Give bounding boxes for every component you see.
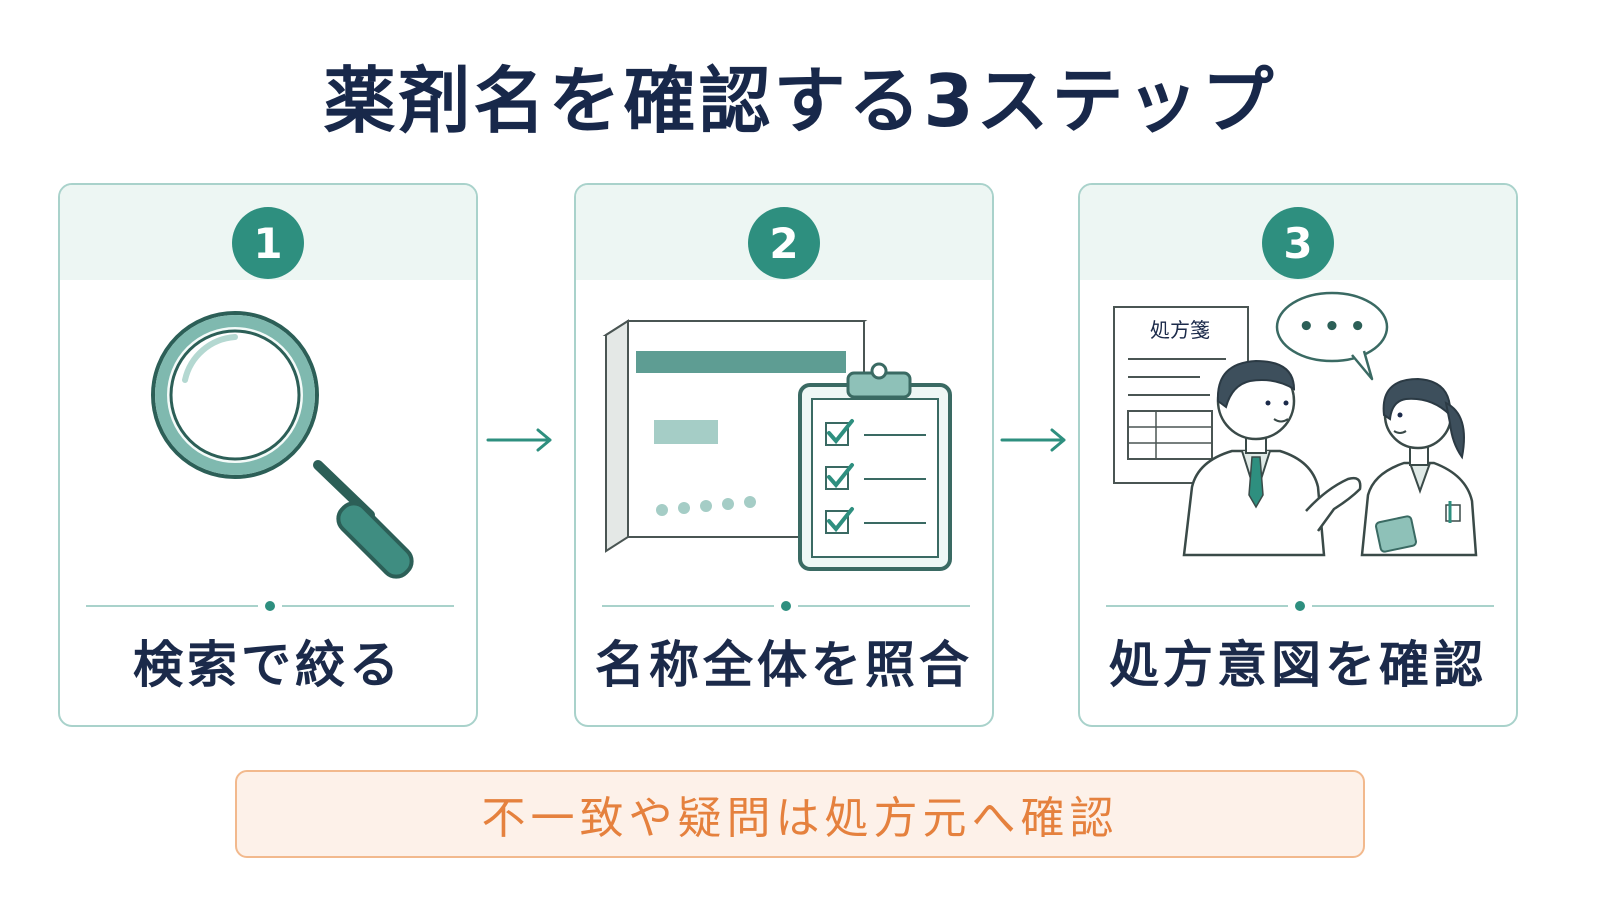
step-number-badge: 2	[748, 207, 820, 279]
step-card-3: 3 処方箋 • • •	[1078, 183, 1518, 727]
step-number-badge: 3	[1262, 207, 1334, 279]
divider-dot	[781, 601, 791, 611]
arrow-right-icon	[1000, 428, 1066, 452]
confirmation-note: 不一致や疑問は処方元へ確認	[235, 770, 1365, 858]
magnifying-glass-icon	[151, 311, 414, 579]
step-number-badge: 1	[232, 207, 304, 279]
prescription-label: 処方箋	[1150, 318, 1210, 342]
pharmacist-male	[1182, 359, 1362, 557]
step-label: 処方意図を確認	[1109, 636, 1487, 694]
pharmacist-consultation-icon: 処方箋 • • •	[1113, 291, 1478, 557]
divider-dot	[1295, 601, 1305, 611]
step-label: 検索で絞る	[133, 636, 403, 694]
clipboard-checklist	[798, 362, 952, 571]
step-divider	[1106, 601, 1494, 611]
arrow-right-icon	[486, 428, 552, 452]
step-label: 名称全体を照合	[595, 636, 973, 694]
medicine-box-checklist-icon	[602, 319, 952, 571]
magnifier-handle	[313, 460, 414, 579]
speech-text: • • •	[1298, 312, 1366, 342]
step-divider	[86, 601, 454, 611]
step-card-2: 2	[574, 183, 994, 727]
page-title: 薬剤名を確認する3ステップ	[323, 59, 1277, 143]
divider-dot	[265, 601, 275, 611]
step-card-1: 1 検索で絞る	[58, 183, 478, 727]
step-divider	[602, 601, 970, 611]
pharmacist-female	[1360, 377, 1478, 557]
speech-bubble: • • •	[1275, 291, 1389, 381]
